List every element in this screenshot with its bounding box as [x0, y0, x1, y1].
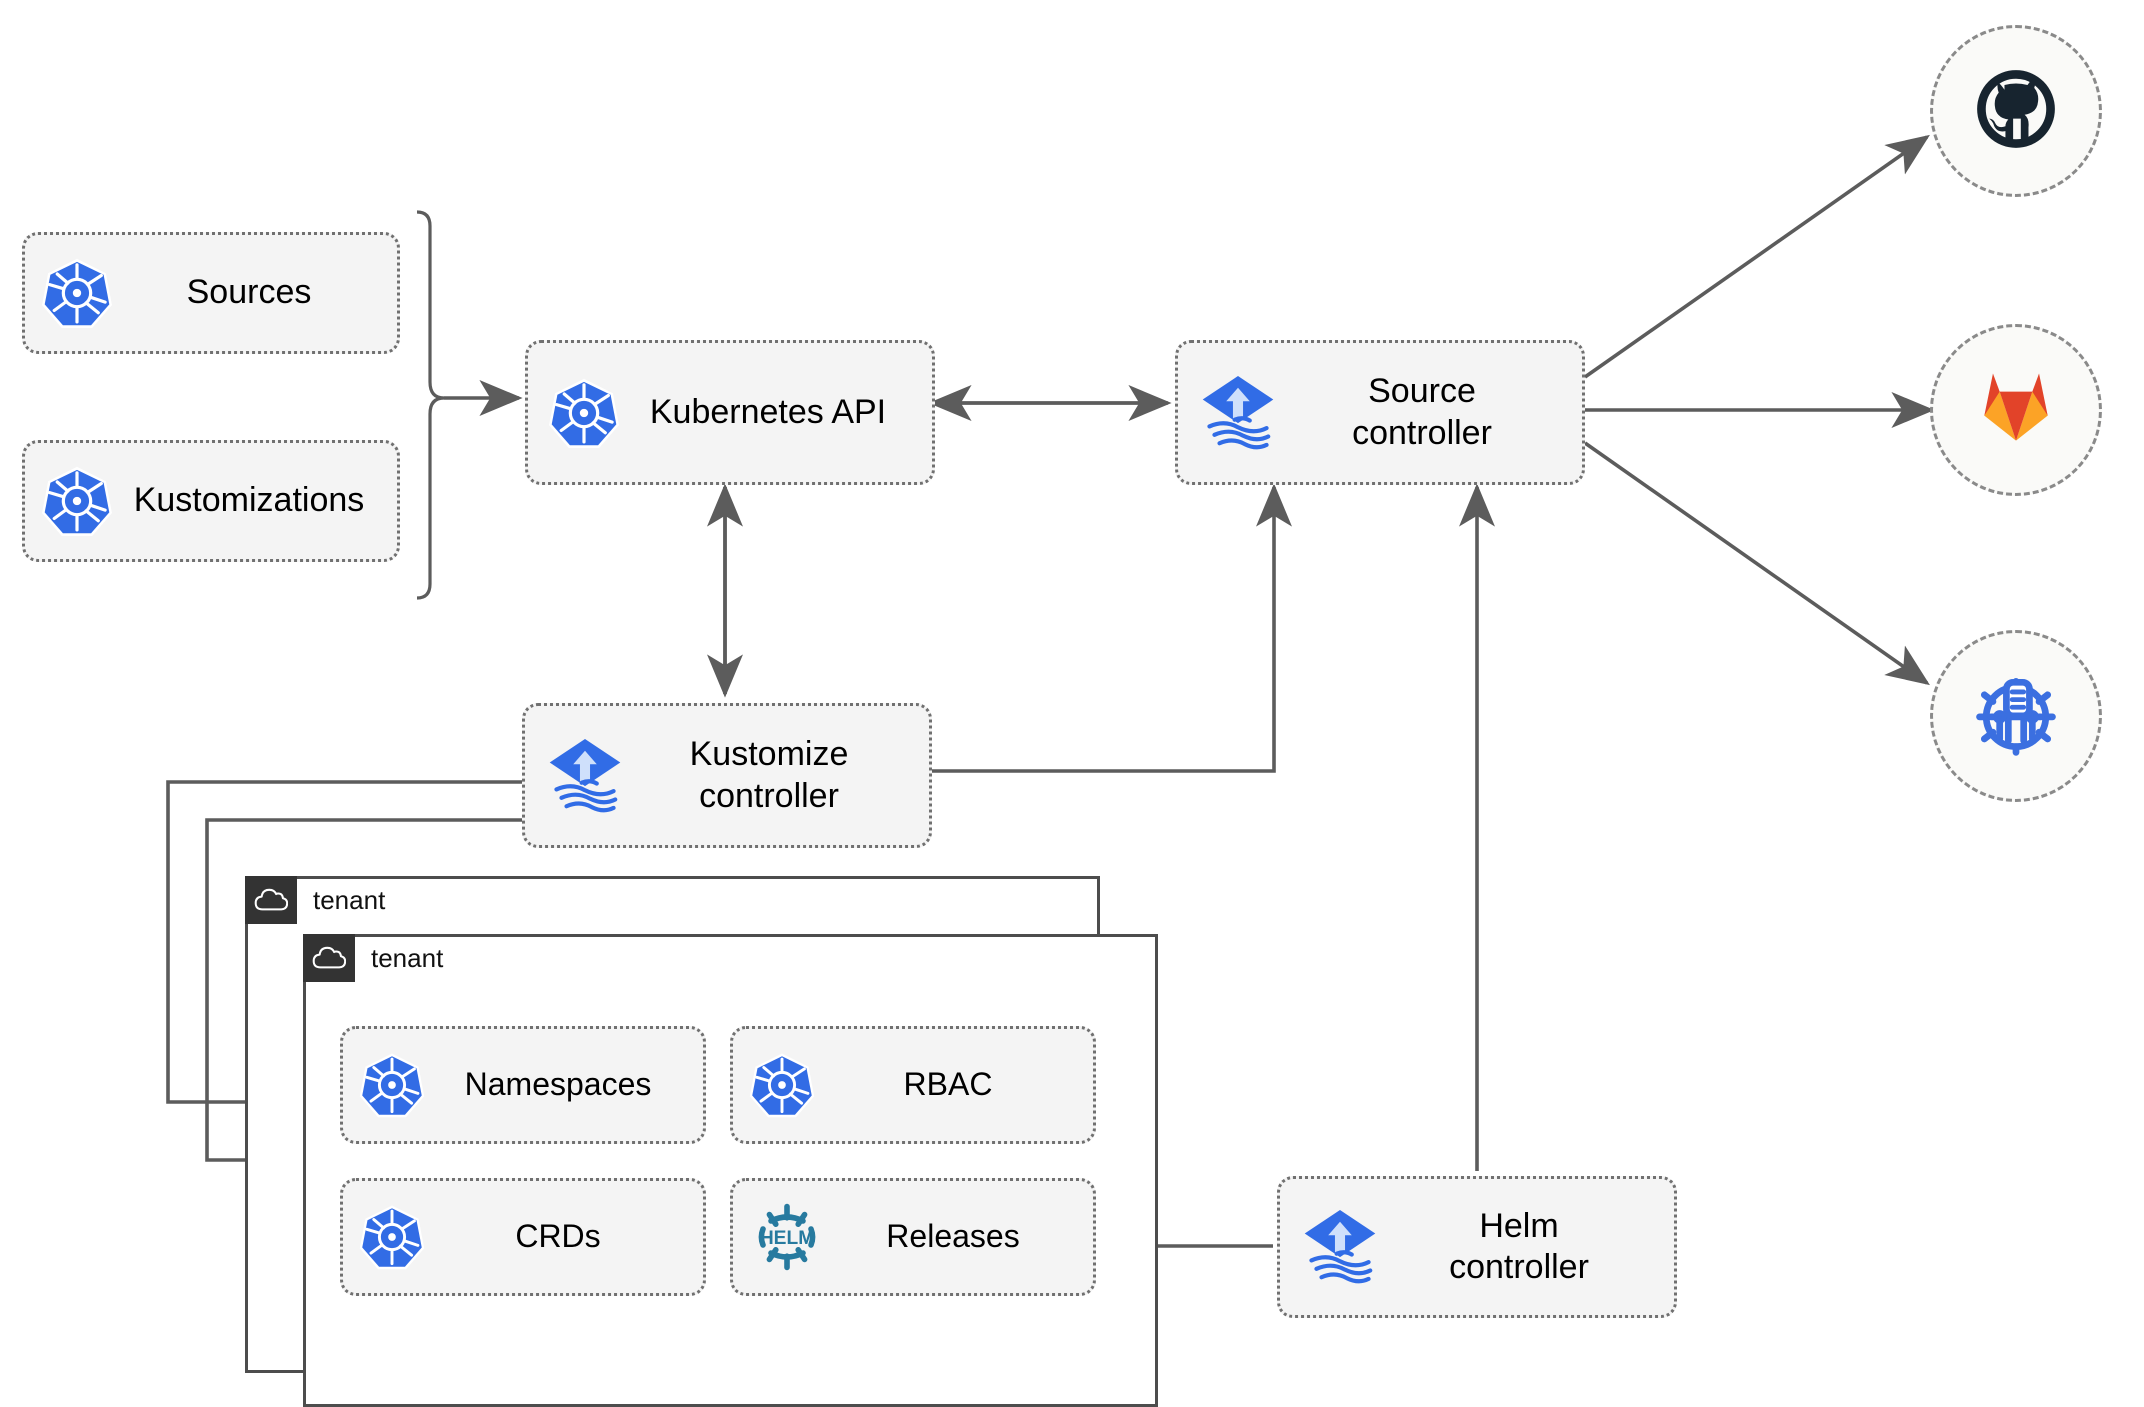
provider-gitlab[interactable]: [1930, 324, 2102, 496]
helm-icon: HELM: [747, 1197, 827, 1277]
kubernetes-icon: [357, 1050, 427, 1120]
node-source-controller[interactable]: Source controller: [1175, 340, 1585, 485]
tenant-header-2: tenant: [303, 934, 443, 982]
node-kustomizations[interactable]: Kustomizations: [22, 440, 400, 562]
tenant-name-2: tenant: [371, 942, 444, 973]
gitlab-icon: [1968, 360, 2064, 461]
node-kubernetes-api[interactable]: Kubernetes API: [525, 340, 935, 485]
github-icon: [1968, 61, 2064, 162]
tenant-frame-2[interactable]: [303, 934, 1158, 1407]
node-kubernetes-api-label: Kubernetes API: [649, 392, 887, 431]
cloud-icon: [245, 876, 297, 924]
node-sources-label: Sources: [186, 273, 312, 312]
kubernetes-icon: [39, 463, 115, 539]
kubernetes-icon: [546, 375, 622, 451]
flux-icon: [1298, 1205, 1382, 1289]
flux-icon: [1196, 371, 1280, 455]
node-source-controller-label: Source controller: [1352, 372, 1492, 452]
node-kustomizations-label: Kustomizations: [133, 481, 365, 520]
node-rbac-label: RBAC: [903, 1066, 993, 1103]
node-namespaces-label: Namespaces: [464, 1066, 652, 1103]
node-kustomize-controller-label: Kustomize controller: [689, 735, 849, 815]
kubernetes-icon: [39, 255, 115, 331]
svg-text:HELM: HELM: [760, 1228, 814, 1249]
node-namespaces[interactable]: Namespaces: [340, 1026, 706, 1144]
provider-github[interactable]: [1930, 25, 2102, 197]
tenant-header-1: tenant: [245, 876, 385, 924]
node-helm-controller-label: Helm controller: [1449, 1206, 1589, 1286]
node-rbac[interactable]: RBAC: [730, 1026, 1096, 1144]
kubernetes-icon: [747, 1050, 817, 1120]
node-kustomize-controller[interactable]: Kustomize controller: [522, 703, 932, 848]
node-sources[interactable]: Sources: [22, 232, 400, 354]
helm-registry-icon: [1968, 666, 2064, 767]
flux-icon: [543, 734, 627, 818]
kubernetes-icon: [357, 1202, 427, 1272]
node-releases[interactable]: HELM Releases: [730, 1178, 1096, 1296]
node-crds[interactable]: CRDs: [340, 1178, 706, 1296]
node-releases-label: Releases: [886, 1218, 1020, 1255]
node-helm-controller[interactable]: Helm controller: [1277, 1176, 1677, 1318]
node-crds-label: CRDs: [515, 1218, 601, 1255]
provider-registry[interactable]: [1930, 630, 2102, 802]
tenant-name-1: tenant: [313, 884, 386, 915]
cloud-icon: [303, 934, 355, 982]
